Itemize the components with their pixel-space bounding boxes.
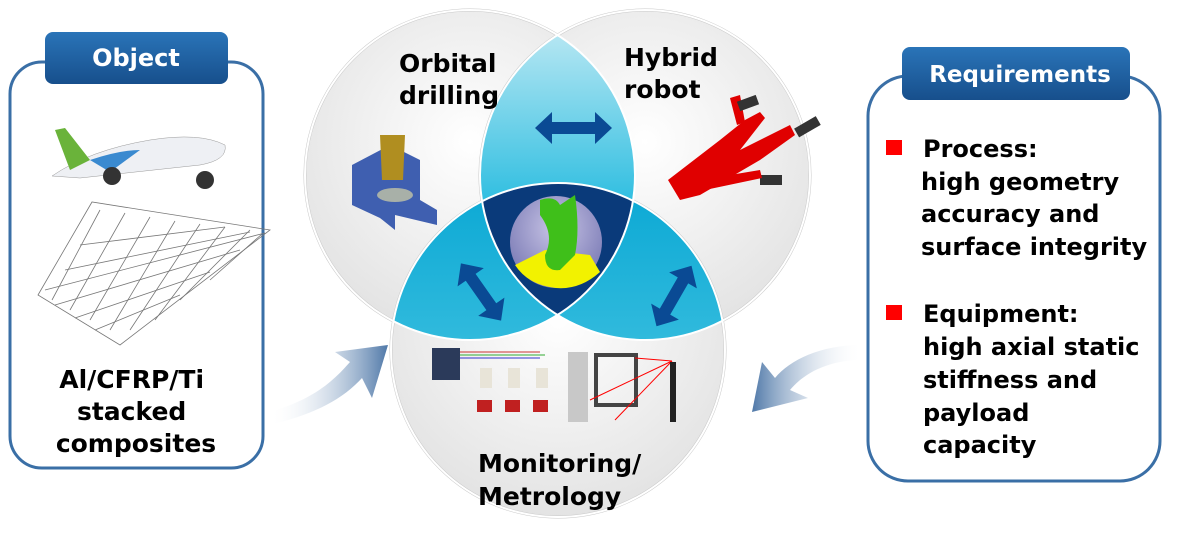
label-orbital-drilling: Orbital drilling: [399, 49, 505, 110]
label-hybrid-robot: Hybrid robot: [624, 43, 727, 104]
bullet-red-square: [886, 305, 902, 320]
object-title: Object: [92, 44, 180, 72]
circle-outline: [479, 9, 811, 341]
requirement-equipment: Equipment: high axial static stiffness a…: [923, 300, 1148, 459]
double-arrow-top: [535, 112, 612, 144]
monitoring-image: [432, 348, 676, 422]
object-caption: Al/CFRP/Ti stacked composites: [56, 365, 216, 458]
double-arrow-bottom-left: [457, 263, 505, 321]
lens-bottom-right: [480, 183, 725, 340]
wing-structure-image: [37, 201, 271, 346]
requirements-title: Requirements: [929, 62, 1111, 88]
label-monitoring-metrology: Monitoring/ Metrology: [478, 449, 650, 511]
bullet-red-square: [886, 140, 902, 155]
input-arrow-right: [752, 345, 862, 412]
requirement-process: Process: high geometry accuracy and surf…: [921, 135, 1147, 261]
orbital-drilling-image: [352, 135, 437, 230]
object-tab: [45, 32, 228, 84]
airplane-image: [51, 128, 226, 189]
hybrid-robot-image: [668, 94, 821, 200]
input-arrow-left: [270, 345, 388, 425]
requirements-tab: [902, 47, 1130, 100]
circle-outline: [390, 182, 726, 518]
drill-image: [510, 195, 602, 289]
double-arrow-bottom-right: [651, 265, 697, 327]
circle-outline: [304, 9, 636, 341]
